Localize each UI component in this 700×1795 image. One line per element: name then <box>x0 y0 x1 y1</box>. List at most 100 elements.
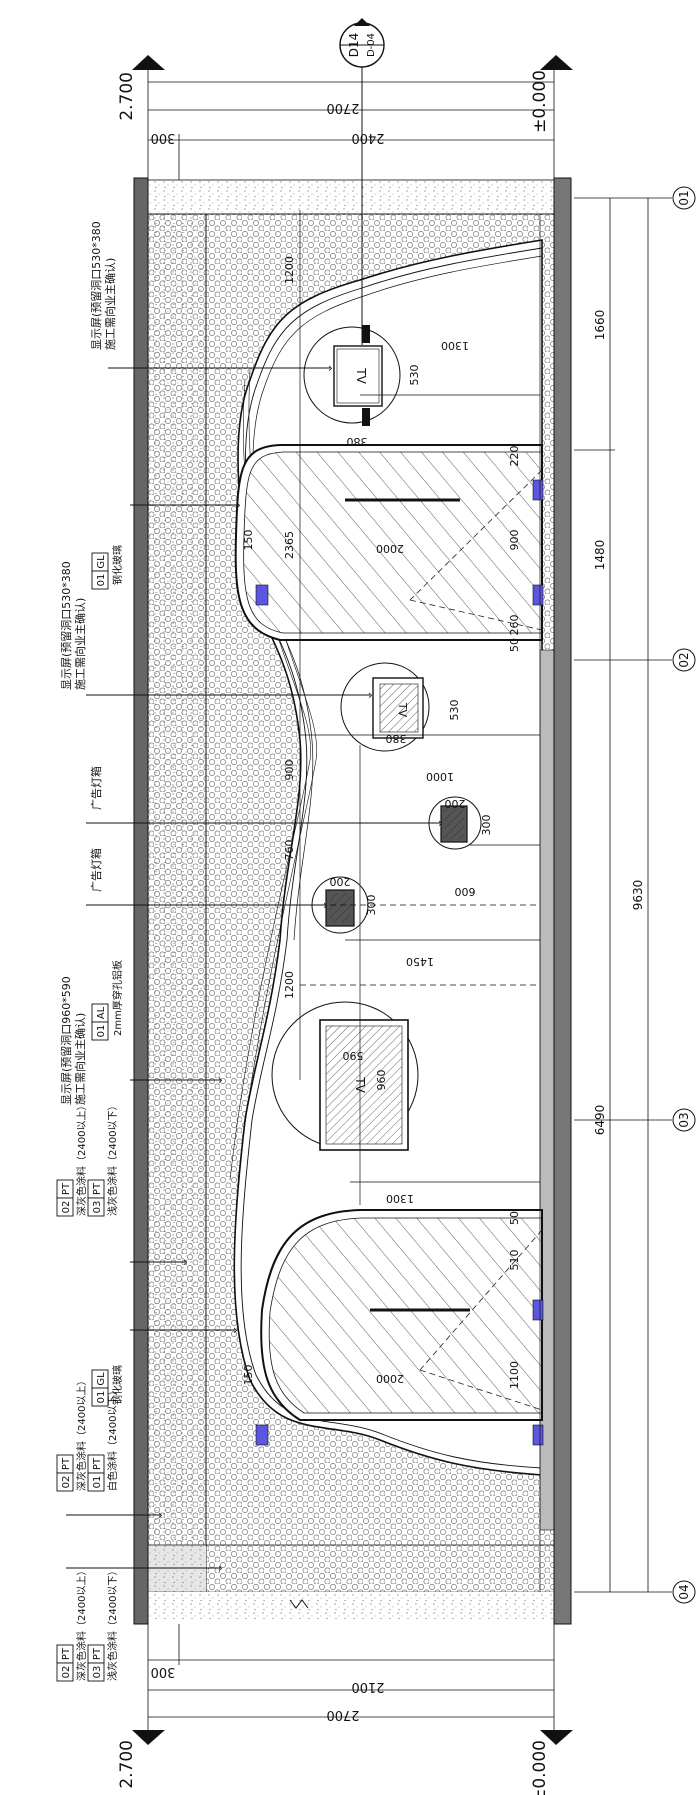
svg-text:›: › <box>183 1255 188 1269</box>
svg-text:浅灰色涂料（2400以下）: 浅灰色涂料（2400以下） <box>106 1566 119 1681</box>
svg-text:白色涂料（2400以下）: 白色涂料（2400以下） <box>106 1386 119 1491</box>
svg-text:02: 02 <box>61 1201 72 1214</box>
svg-text:施工需向业主确认): 施工需向业主确认) <box>73 1013 87 1105</box>
svg-text:GL: GL <box>96 555 107 569</box>
level-bottom-top: 2.700 <box>117 1740 137 1789</box>
level-marker-bottom-right <box>540 1730 573 1745</box>
section-sheet: D-04 <box>366 33 377 57</box>
svg-text:PT: PT <box>61 1457 72 1470</box>
axis-02: 02 <box>677 652 691 667</box>
svg-text:AL: AL <box>96 1006 107 1019</box>
tv-label: TV <box>354 367 368 384</box>
dim-top-full: 2700 <box>326 100 359 115</box>
dim-inner: 1450 <box>406 955 434 968</box>
dim-inner: 2000 <box>376 542 404 555</box>
ceiling-slab <box>133 177 149 1625</box>
svg-text:01: 01 <box>96 574 107 587</box>
svg-text:02: 02 <box>61 1476 72 1489</box>
svg-text:广告灯箱: 广告灯箱 <box>89 848 103 892</box>
dim-9630: 9630 <box>631 880 645 911</box>
svg-text:显示屏(预留洞口960*590: 显示屏(预留洞口960*590 <box>60 976 73 1105</box>
tv-screen-3: TV <box>271 1001 419 1151</box>
axis-04: 04 <box>677 1584 691 1599</box>
svg-text:施工需向业主确认): 施工需向业主确认) <box>103 258 117 350</box>
section-tag: D14 D-04 <box>339 18 385 345</box>
upper-band-zone <box>148 180 206 1620</box>
bench-pad <box>532 1299 544 1321</box>
light-box-1 <box>428 796 482 850</box>
svg-text:›: › <box>323 898 328 912</box>
bench-pad <box>255 584 269 606</box>
dim-inner: 600 <box>455 885 476 898</box>
dim-inner: 1300 <box>386 1192 414 1205</box>
glass-door-1 <box>234 444 544 641</box>
dim-inner: 760 <box>283 840 296 861</box>
svg-text:2mm厚穿孔铝板: 2mm厚穿孔铝板 <box>111 960 124 1036</box>
dim-inner: 50 <box>508 1211 521 1225</box>
bottom-dimension-block <box>147 1624 555 1730</box>
svg-text:02: 02 <box>61 1666 72 1679</box>
dim-inner: 260 <box>508 615 521 636</box>
level-marker-bottom-left <box>132 1730 165 1745</box>
dim-inner: 200 <box>330 875 351 888</box>
section-id: D14 <box>347 33 361 58</box>
dim-inner: 2365 <box>283 531 296 559</box>
svg-text:PT: PT <box>92 1647 103 1660</box>
svg-text:深灰色涂料（2400以上）: 深灰色涂料（2400以上） <box>75 1376 88 1491</box>
dim-inner: 900 <box>283 760 296 781</box>
callout-glass-2: GL 01 钢化玻璃 <box>91 1365 124 1407</box>
svg-text:›: › <box>158 1508 163 1522</box>
callout-screen-1: 显示屏(预留洞口530*380 施工需向业主确认) <box>90 221 117 350</box>
level-top: 2.700 <box>117 72 137 121</box>
bench-pad <box>532 479 544 501</box>
svg-text:显示屏(预留洞口530*380: 显示屏(预留洞口530*380 <box>90 221 103 350</box>
svg-text:钢化玻璃: 钢化玻璃 <box>111 545 124 585</box>
svg-text:›: › <box>218 1561 223 1575</box>
callout-glass-1: GL 01 钢化玻璃 <box>91 545 124 590</box>
svg-text:显示屏(预留洞口530*380: 显示屏(预留洞口530*380 <box>60 561 73 690</box>
inner-dimensions: 1300 530 380 1200 2365 220 150 2000 900 … <box>242 256 521 1389</box>
level-bottom: ±0.000 <box>530 1740 550 1795</box>
top-dimension-block <box>147 70 555 180</box>
leader-arrows: › › › › › › › › › › <box>158 361 443 1575</box>
svg-text:钢化玻璃: 钢化玻璃 <box>111 1365 124 1405</box>
dim-inner: 1200 <box>283 256 296 284</box>
dim-top-band: 300 <box>151 130 176 145</box>
svg-text:03: 03 <box>92 1201 103 1214</box>
level-marker-top-right <box>540 55 573 70</box>
dim-inner: 50 <box>508 638 521 652</box>
dim-inner: 380 <box>386 732 407 745</box>
svg-text:PT: PT <box>92 1457 103 1470</box>
dim-inner: 300 <box>480 815 493 836</box>
leader-lines <box>66 367 440 1569</box>
dim-inner: 150 <box>242 1365 255 1386</box>
dim-inner: 200 <box>445 797 466 810</box>
svg-text:›: › <box>438 816 443 830</box>
right-dimension-lines <box>574 197 672 1593</box>
dim-inner: 510 <box>508 1250 521 1271</box>
callout-aluminium: AL 01 2mm厚穿孔铝板 <box>91 960 124 1041</box>
svg-text:PT: PT <box>61 1182 72 1195</box>
dim-bottom-upper: 2100 <box>351 1679 384 1694</box>
svg-text:›: › <box>328 361 333 375</box>
axis-03: 03 <box>677 1112 691 1127</box>
svg-text:浅灰色涂料（2400以下）: 浅灰色涂料（2400以下） <box>106 1101 119 1216</box>
bench-pad <box>532 1424 544 1446</box>
dim-top-upper: 2400 <box>351 130 384 145</box>
dim-inner: 900 <box>508 530 521 551</box>
dim-inner: 300 <box>365 895 378 916</box>
dim-inner: 960 <box>375 1070 388 1091</box>
dim-inner: 530 <box>408 365 421 386</box>
dim-1660: 1660 <box>593 310 607 341</box>
dim-bottom-band: 300 <box>151 1664 176 1679</box>
axis-bubbles <box>672 186 696 1604</box>
svg-text:施工需向业主确认): 施工需向业主确认) <box>73 598 87 690</box>
axis-01: 01 <box>677 190 691 205</box>
svg-text:01: 01 <box>96 1391 107 1404</box>
dim-inner: 1100 <box>508 1361 521 1389</box>
dim-inner: 220 <box>508 446 521 467</box>
dim-inner: 1300 <box>441 339 469 352</box>
tv-screen-1: TV <box>303 325 401 426</box>
bench-pad <box>255 1424 269 1446</box>
